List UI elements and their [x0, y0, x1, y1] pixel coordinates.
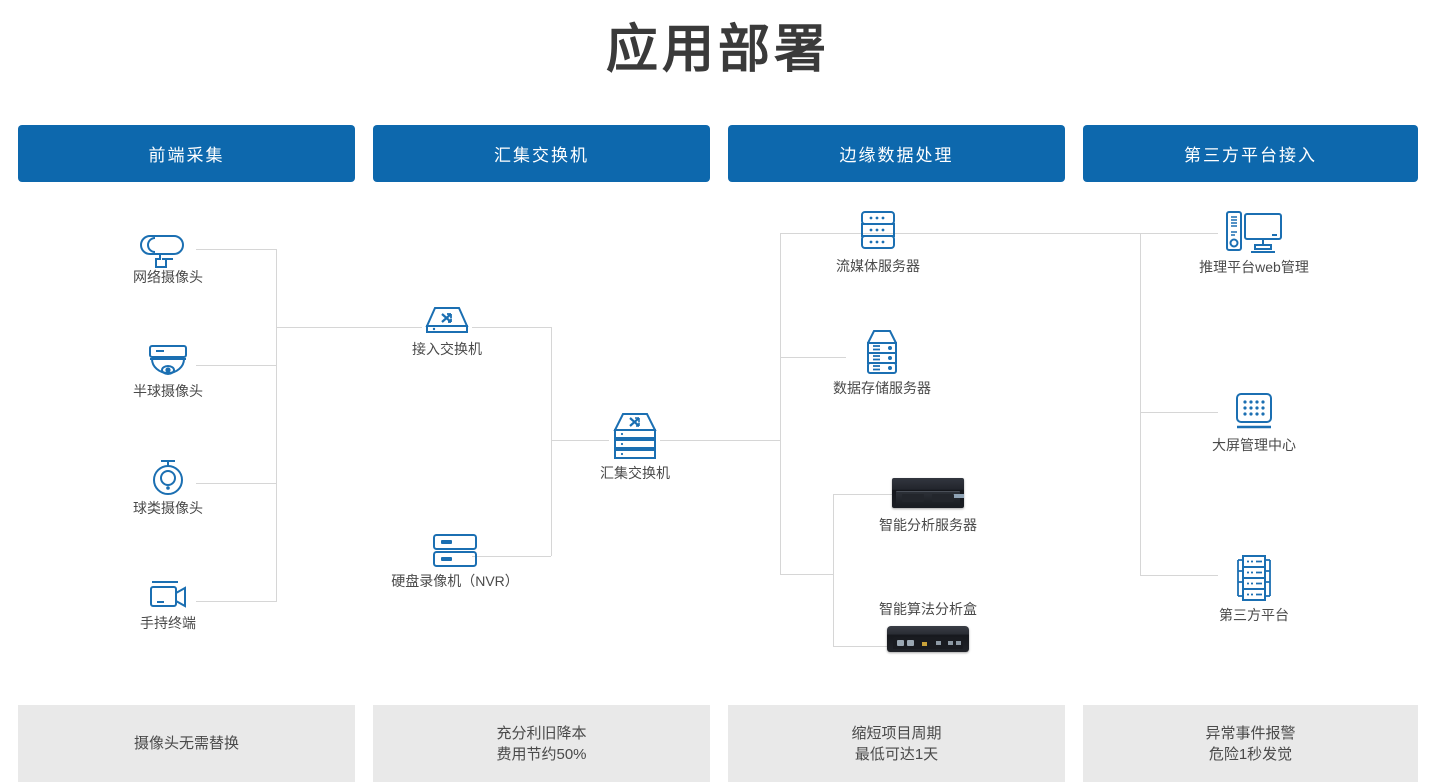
node-label: 数据存储服务器	[833, 380, 931, 396]
node-label: 硬盘录像机（NVR）	[391, 573, 519, 589]
platform-rack-icon	[1178, 552, 1330, 606]
footer-benefit-front-end: 摄像头无需替换	[18, 705, 355, 782]
node-video-wall[interactable]: 大屏管理中心	[1178, 388, 1330, 454]
footer-line: 异常事件报警	[1205, 724, 1296, 742]
algorithm-box-photo	[852, 626, 1004, 652]
connector-camera-3	[196, 483, 276, 484]
node-handheld-terminal[interactable]: 手持终端	[92, 578, 244, 632]
connector-algorithm-box	[833, 646, 895, 647]
connector-camera-4	[196, 601, 276, 602]
footer-line: 充分利旧降本	[496, 724, 587, 742]
node-nvr[interactable]: 硬盘录像机（NVR）	[355, 530, 555, 590]
footer-line: 摄像头无需替换	[133, 735, 239, 752]
column-header-platform: 第三方平台接入	[1083, 125, 1418, 182]
node-label: 接入交换机	[412, 341, 482, 357]
pc-monitor-icon	[1178, 208, 1330, 258]
node-web-management[interactable]: 推理平台web管理	[1178, 208, 1330, 276]
connector-frontend-bus	[276, 249, 277, 602]
node-label: 推理平台web管理	[1199, 259, 1309, 275]
footer-benefit-edge: 缩短项目周期 最低可达1天	[728, 705, 1065, 782]
connector-analysis-server	[833, 494, 895, 495]
node-label: 流媒体服务器	[836, 258, 920, 274]
ptz-camera-icon	[92, 455, 244, 499]
video-wall-icon	[1178, 388, 1330, 436]
analysis-server-photo	[852, 478, 1004, 508]
connector-edge-bus-to-analysis	[780, 574, 833, 575]
node-streaming-server[interactable]: 流媒体服务器	[802, 207, 954, 275]
column-header-switching: 汇集交换机	[373, 125, 710, 182]
connector-switch-bus	[551, 327, 552, 556]
column-header-edge: 边缘数据处理	[728, 125, 1065, 182]
footer-line: 最低可达1天	[854, 745, 939, 763]
footer-line: 危险1秒发觉	[1208, 745, 1293, 763]
node-third-party-platform[interactable]: 第三方平台	[1178, 552, 1330, 624]
node-label: 球类摄像头	[133, 500, 203, 516]
node-label: 半球摄像头	[133, 383, 203, 399]
bullet-camera-icon	[92, 222, 244, 268]
connector-edge-to-platform	[780, 233, 1140, 234]
aggregation-switch-icon	[559, 410, 711, 464]
node-analysis-server[interactable]: 智能分析服务器	[852, 478, 1004, 534]
node-label: 第三方平台	[1219, 607, 1289, 623]
node-aggregation-switch[interactable]: 汇集交换机	[559, 410, 711, 482]
node-access-switch[interactable]: 接入交换机	[371, 302, 523, 358]
footer-line: 费用节约50%	[496, 745, 587, 763]
connector-web-platform	[1140, 233, 1218, 234]
connector-third-party	[1140, 575, 1218, 576]
node-label: 智能算法分析盒	[879, 601, 977, 617]
storage-server-icon	[806, 325, 958, 379]
connector-platform-bus	[1140, 233, 1141, 575]
node-ptz-camera[interactable]: 球类摄像头	[92, 455, 244, 517]
node-label: 网络摄像头	[133, 269, 203, 285]
camcorder-icon	[92, 578, 244, 614]
node-label: 手持终端	[140, 615, 196, 631]
column-header-front-end: 前端采集	[18, 125, 355, 182]
node-dome-camera[interactable]: 半球摄像头	[92, 340, 244, 400]
connector-storage-server	[780, 357, 846, 358]
node-label: 大屏管理中心	[1212, 437, 1296, 453]
nvr-icon	[355, 530, 555, 572]
connector-nvr-out	[472, 556, 551, 557]
connector-camera-1	[196, 249, 276, 250]
connector-access-switch-out	[472, 327, 551, 328]
connector-bus-to-aggregation	[551, 440, 609, 441]
connector-camera-2	[196, 365, 276, 366]
footer-benefit-platform: 异常事件报警 危险1秒发觉	[1083, 705, 1418, 782]
footer-line: 缩短项目周期	[851, 724, 942, 742]
node-network-camera[interactable]: 网络摄像头	[92, 222, 244, 286]
connector-frontend-to-access-switch	[276, 327, 422, 328]
node-label: 智能分析服务器	[879, 517, 977, 533]
node-algorithm-box[interactable]: 智能算法分析盒	[852, 600, 1004, 652]
page-title: 应用部署	[605, 21, 830, 79]
node-label: 汇集交换机	[600, 465, 670, 481]
connector-aggregation-out	[660, 440, 780, 441]
connector-video-wall	[1140, 412, 1218, 413]
node-storage-server[interactable]: 数据存储服务器	[806, 325, 958, 397]
connector-edge-bus	[780, 233, 781, 574]
rack-server-icon	[802, 207, 954, 257]
connector-analysis-bus	[833, 494, 834, 646]
access-switch-icon	[371, 302, 523, 340]
footer-benefit-switching: 充分利旧降本 费用节约50%	[373, 705, 710, 782]
dome-camera-icon	[92, 340, 244, 382]
